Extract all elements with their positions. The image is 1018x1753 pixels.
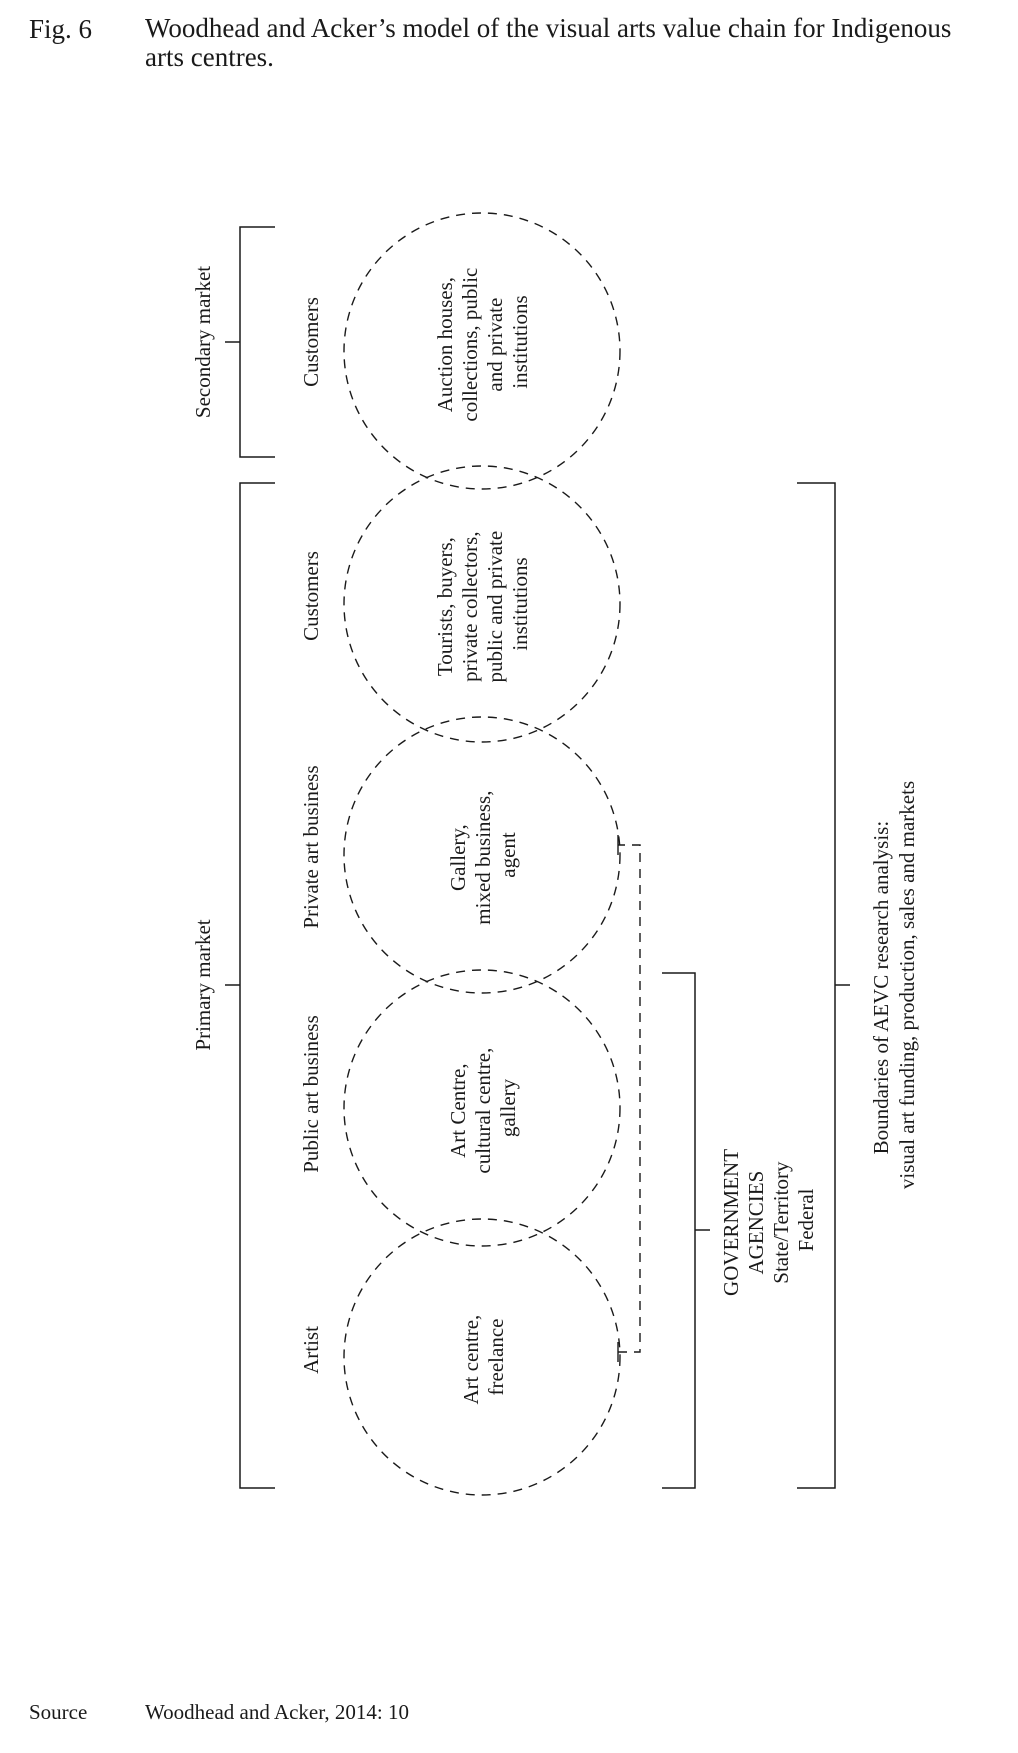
role-label-customers-primary: Customers [299,551,323,641]
figure-title: Woodhead and Acker’s model of the visual… [145,13,952,72]
source-citation: Woodhead and Acker, 2014: 10 [145,1700,409,1724]
boundaries-label: Boundaries of AEVC research analysis: vi… [869,781,919,1189]
figure-label: Fig. 6 [29,14,93,44]
role-label-public-art-business: Public art business [299,1015,323,1173]
circle-text-public: Art Centre, cultural centre, gallery [446,1042,520,1173]
government-agencies-label: GOVERNMENT AGENCIES State/Territory Fede… [719,1144,818,1296]
role-label-private-art-business: Private art business [299,765,323,928]
circle-text-customers-secondary: Auction houses, collections, public and … [433,262,532,421]
artist-private-dashed-link [618,844,641,1353]
value-chain-circle-customers-primary [343,465,621,743]
secondary-market-label: Secondary market [191,266,215,418]
role-label-artist: Artist [299,1326,323,1374]
role-label-customers-secondary: Customers [299,297,323,387]
primary-market-bracket [225,482,275,1489]
circle-text-customers-primary: Tourists, buyers, private collectors, pu… [433,526,532,683]
government-bracket [662,972,710,1489]
value-chain-circle-public [343,969,621,1247]
circle-text-private: Gallery, mixed business, agent [446,785,520,924]
primary-market-label: Primary market [191,919,215,1050]
circle-text-artist: Art centre, freelance [459,1309,508,1404]
value-chain-circle-artist [343,1218,621,1496]
value-chain-circle-private [343,716,621,994]
source-label: Source [29,1700,88,1724]
boundaries-bracket [797,482,850,1489]
value-chain-circle-customers-secondary [343,212,621,490]
secondary-market-bracket [225,226,275,458]
